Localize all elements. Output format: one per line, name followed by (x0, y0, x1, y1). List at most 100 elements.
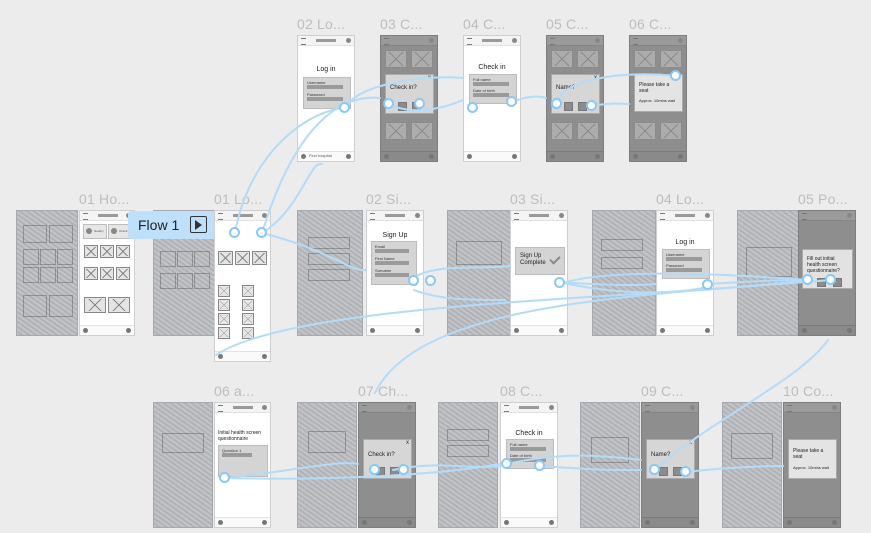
hotspot[interactable] (467, 102, 478, 113)
signup-field-label: Email (375, 244, 386, 249)
signup-email-input[interactable] (375, 249, 409, 253)
full-name-input[interactable] (473, 82, 509, 86)
frame-title-05-post[interactable]: 05 Po... (798, 191, 848, 207)
sketch-check-in[interactable] (297, 402, 357, 528)
dob-label: Date of birth (473, 88, 495, 93)
signup-first-name-input[interactable] (375, 261, 409, 265)
frame-title-10-confirm[interactable]: 10 Co... (783, 383, 834, 399)
screen-03-signup-complete[interactable]: Sign Up Complete (510, 210, 568, 336)
screen-04-login[interactable]: Log in Username Password (656, 210, 714, 336)
frame-title-07-check-in[interactable]: 07 Ch... (358, 383, 409, 399)
sketch-check-in-form[interactable] (438, 402, 498, 528)
hotspot[interactable] (649, 464, 660, 475)
hotspot[interactable] (414, 98, 425, 109)
hotspot[interactable] (702, 279, 713, 290)
login-title: Log in (316, 66, 336, 73)
username-input[interactable] (307, 85, 343, 89)
password-input[interactable] (307, 97, 343, 101)
signup-surname-input[interactable] (375, 273, 409, 277)
screen-01-home[interactable]: Nearby Check in (79, 210, 135, 336)
frame-title-04-check-in[interactable]: 04 C... (463, 16, 506, 32)
checkmark-icon (549, 253, 561, 265)
signup-complete-line1: Sign Up (520, 253, 542, 259)
name-yes-button[interactable] (659, 467, 668, 476)
sketch-questionnaire[interactable] (153, 402, 213, 528)
hotspot[interactable] (256, 227, 267, 238)
hotspot[interactable] (501, 458, 512, 469)
username-label: Username (666, 252, 685, 257)
sketch-login[interactable] (592, 210, 656, 336)
close-icon[interactable]: x (406, 440, 409, 446)
question-label: Question 1 (222, 448, 242, 453)
hotspot[interactable] (680, 466, 691, 477)
full-name-input[interactable] (510, 447, 546, 451)
sketch-signup[interactable] (297, 210, 363, 336)
hotspot[interactable] (408, 275, 419, 286)
seat-dialog[interactable]: Please take a seat Approx. 10mins wait (788, 439, 837, 479)
sketch-home[interactable] (16, 210, 78, 336)
signup-complete-line2: Complete (520, 260, 546, 266)
flow-start-badge[interactable]: Flow 1 (128, 211, 214, 239)
close-icon[interactable]: x (428, 75, 431, 81)
frame-title-05-check-in[interactable]: 05 C... (546, 16, 589, 32)
screen-02-login[interactable]: Log in Username Password Find hospital (297, 35, 355, 162)
name-yes-button[interactable] (564, 102, 573, 111)
screen-02-signup[interactable]: Sign Up Email First Name Surname (366, 210, 424, 336)
sketch-name[interactable] (580, 402, 640, 528)
check-in-dialog[interactable]: x Check in? (385, 74, 434, 114)
question-answer-input[interactable] (222, 453, 252, 457)
hotspot[interactable] (534, 460, 545, 471)
hotspot[interactable] (554, 277, 565, 288)
prototype-play-icon[interactable] (190, 216, 207, 233)
check-in-form: Full name Date of birth (469, 74, 517, 104)
screen-06-questionnaire[interactable]: Initial health screen questionnaire Ques… (214, 402, 271, 528)
hotspot[interactable] (398, 464, 409, 475)
frame-title-06-check-in[interactable]: 06 C... (629, 16, 672, 32)
username-input[interactable] (666, 257, 702, 261)
username-label: Username (307, 80, 326, 85)
home-card-label: Nearby (94, 229, 104, 233)
check-in-yes-button[interactable] (398, 102, 407, 111)
sketch-signup-complete[interactable] (447, 210, 511, 336)
sketch-seat[interactable] (722, 402, 782, 528)
hotspot[interactable] (506, 96, 517, 107)
hotspot[interactable] (369, 464, 380, 475)
full-name-label: Full name (510, 442, 528, 447)
frame-title-04-login[interactable]: 04 Lo... (656, 191, 705, 207)
hotspot[interactable] (383, 98, 394, 109)
hotspot[interactable] (670, 70, 681, 81)
home-card-nearby[interactable]: Nearby (83, 224, 107, 239)
dob-input[interactable] (473, 93, 509, 97)
frame-title-01-home[interactable]: 01 Ho... (79, 191, 130, 207)
frame-title-09-check-in[interactable]: 09 C... (641, 383, 684, 399)
screen-05-post-signup[interactable]: Fill out initial health screen questionn… (798, 210, 856, 336)
password-input[interactable] (666, 268, 702, 272)
frame-title-03-signup[interactable]: 03 Si... (510, 191, 556, 207)
frame-title-06-a[interactable]: 06 a... (214, 383, 255, 399)
hotspot[interactable] (219, 472, 230, 483)
frame-title-03-check-in[interactable]: 03 C... (380, 16, 423, 32)
sketch-post-signup[interactable] (737, 210, 799, 336)
close-icon[interactable]: x (689, 440, 692, 446)
hotspot[interactable] (551, 98, 562, 109)
hotspot[interactable] (586, 100, 597, 111)
screen-10-confirm[interactable]: Please take a seat Approx. 10mins wait (783, 402, 841, 528)
frame-title-02-login[interactable]: 02 Lo... (297, 16, 346, 32)
screen-06-check-in[interactable]: x Please take a seat Approx. 10mins wait (629, 35, 687, 162)
frame-title-02-signup[interactable]: 02 Si... (366, 191, 412, 207)
full-name-label: Full name (473, 77, 491, 82)
hotspot[interactable] (229, 227, 240, 238)
hotspot[interactable] (825, 274, 836, 285)
frame-title-08-check-in[interactable]: 08 C... (500, 383, 543, 399)
hotspot[interactable] (339, 102, 350, 113)
home-card-label: Check in (119, 229, 131, 233)
home-card-check-in[interactable]: Check in (108, 224, 132, 239)
hotspot[interactable] (425, 275, 436, 286)
check-in-question: Check in? (390, 85, 417, 91)
frame-title-01-login[interactable]: 01 Lo... (214, 191, 263, 207)
questionnaire-title: Initial health screen questionnaire (218, 430, 262, 442)
password-label: Password (666, 263, 684, 268)
close-icon[interactable]: x (594, 75, 597, 81)
hotspot[interactable] (802, 274, 813, 285)
